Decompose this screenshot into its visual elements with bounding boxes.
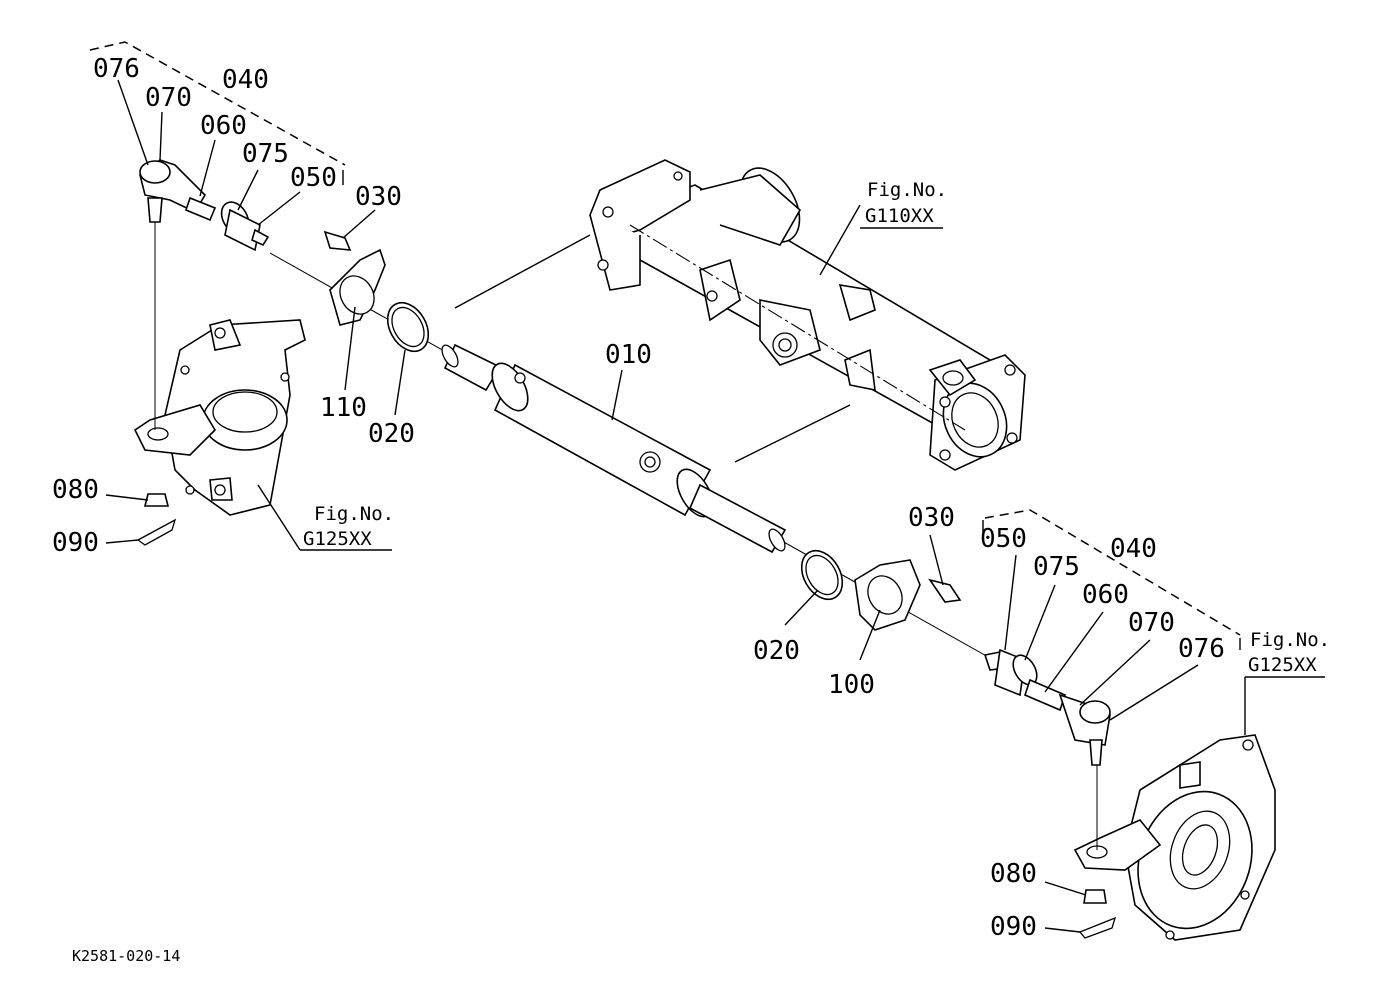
label-080-left: 080 xyxy=(52,475,99,505)
label-040-right: 040 xyxy=(1110,534,1157,564)
label-030-left: 030 xyxy=(355,182,402,212)
label-020-right: 020 xyxy=(753,636,800,666)
figref-right-knuckle-label: Fig.No. xyxy=(1250,629,1330,651)
axle-housing xyxy=(589,159,1026,471)
label-075-left: 075 xyxy=(242,139,289,169)
part-labels: 076 040 070 060 075 050 030 110 020 010 … xyxy=(52,54,1225,942)
label-080-right: 080 xyxy=(990,859,1037,889)
label-040-left: 040 xyxy=(222,65,269,95)
label-090-left: 090 xyxy=(52,528,99,558)
label-070-left: 070 xyxy=(145,83,192,113)
gaskets-and-rings xyxy=(136,230,1117,939)
label-050-left: 050 xyxy=(290,163,337,193)
right-knuckle xyxy=(1073,734,1276,941)
figref-axle-code: G110XX xyxy=(865,205,934,227)
figref-left-knuckle-label: Fig.No. xyxy=(314,503,394,525)
label-030-right: 030 xyxy=(908,503,955,533)
right-tie-rod xyxy=(983,648,1111,850)
label-020-left: 020 xyxy=(368,419,415,449)
label-110: 110 xyxy=(320,393,367,423)
diagram-code: K2581-020-14 xyxy=(72,947,180,965)
left-knuckle xyxy=(133,319,306,516)
assembly-brackets xyxy=(89,41,1241,650)
label-060-left: 060 xyxy=(200,111,247,141)
label-070-right: 070 xyxy=(1128,608,1175,638)
label-060-right: 060 xyxy=(1082,580,1129,610)
label-075-right: 075 xyxy=(1033,552,1080,582)
left-tie-rod xyxy=(139,159,270,430)
label-100: 100 xyxy=(828,670,875,700)
figref-left-knuckle-code: G125XX xyxy=(303,528,372,550)
label-076-left: 076 xyxy=(93,54,140,84)
figref-right-knuckle-code: G125XX xyxy=(1248,654,1317,676)
label-010: 010 xyxy=(605,340,652,370)
figref-axle-label: Fig.No. xyxy=(867,179,947,201)
label-050-right: 050 xyxy=(980,524,1027,554)
figure-references: Fig.No. G110XX Fig.No. G125XX Fig.No. G1… xyxy=(303,179,1330,676)
label-076-right: 076 xyxy=(1178,634,1225,664)
leader-lines xyxy=(105,79,1325,933)
label-090-right: 090 xyxy=(990,912,1037,942)
